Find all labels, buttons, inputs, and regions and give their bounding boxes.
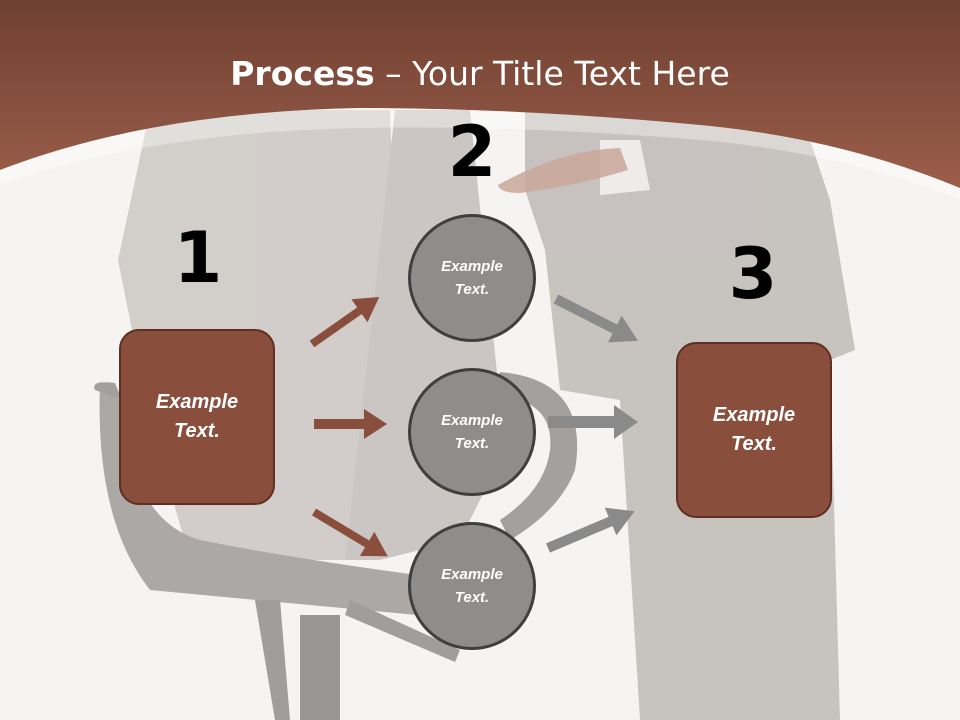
step-box-3: Example Text. (676, 342, 832, 518)
header-highlight (0, 108, 960, 200)
step-number-1: 1 (173, 217, 223, 299)
hand-image (498, 148, 628, 193)
arrow-from-circle-3 (546, 507, 635, 553)
step-box-1: Example Text. (119, 329, 275, 505)
step-number-3: 3 (728, 233, 778, 315)
arrow-to-circle-3 (311, 508, 388, 557)
step-number-2: 2 (447, 111, 497, 193)
circle-2: Example Text. (408, 368, 536, 496)
circle-1: Example Text. (408, 214, 536, 342)
arrow-from-circle-2 (548, 405, 638, 439)
title-bold: Process (230, 54, 375, 93)
arrows-left (309, 296, 388, 557)
step-box-3-line1: Example (712, 404, 796, 426)
circle-3: Example Text. (408, 522, 536, 650)
page-title: Process – Your Title Text Here (0, 52, 960, 96)
circle-3-line1: Example (441, 566, 503, 583)
circle-1-line2: Text. (454, 281, 490, 298)
circle-1-line1: Example (441, 258, 503, 275)
circle-3-line2: Text. (454, 589, 490, 606)
step-box-1-line1: Example (155, 391, 239, 413)
title-rest: – Your Title Text Here (385, 54, 730, 93)
arrow-from-circle-1 (553, 294, 638, 343)
header-band (0, 0, 960, 188)
arrow-to-circle-1 (309, 296, 380, 348)
arrows-right (546, 294, 638, 553)
step-box-1-line2: Text. (174, 420, 220, 442)
arrow-to-circle-2 (314, 409, 387, 439)
circle-2-line2: Text. (454, 435, 490, 452)
step-box-3-line2: Text. (731, 433, 777, 455)
circle-2-line1: Example (441, 412, 503, 429)
